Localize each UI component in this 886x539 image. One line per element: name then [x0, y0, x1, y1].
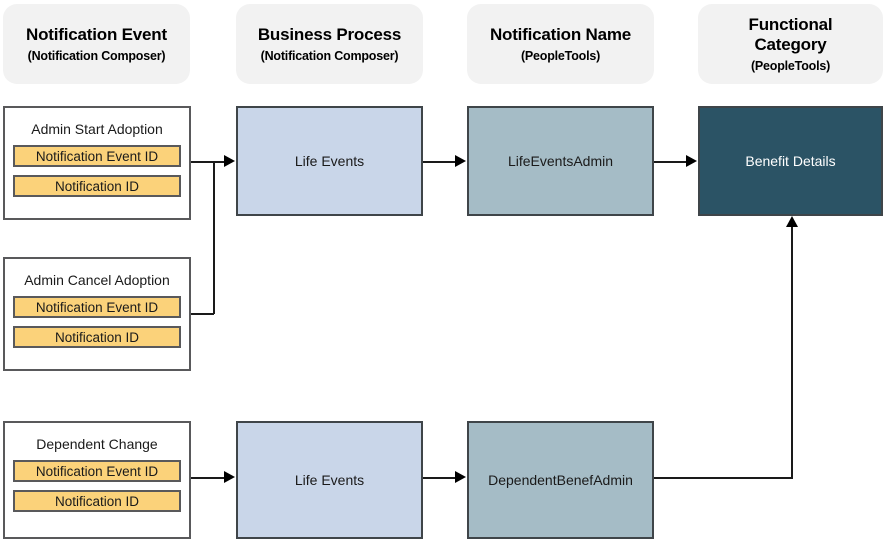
column-header-subtitle: (Notification Composer): [260, 48, 399, 63]
connector-dependent-change-to-life-events: [191, 477, 225, 479]
event-card-admin-start-adoption[interactable]: Admin Start Adoption Notification Event …: [3, 106, 191, 220]
process-box-label: Life Events: [294, 153, 365, 169]
column-header-title: Business Process: [257, 24, 402, 44]
arrowhead-to-benefit-details-bottom: [786, 216, 798, 227]
connector-lifeeventsadmin-to-benefit-details: [654, 161, 688, 163]
event-card-admin-cancel-adoption[interactable]: Admin Cancel Adoption Notification Event…: [3, 257, 191, 371]
process-box-life-events-bottom[interactable]: Life Events: [236, 421, 423, 539]
column-header-notification-name: Notification Name (PeopleTools): [467, 4, 654, 84]
column-header-title: Notification Name: [489, 24, 632, 44]
functional-category-label: Benefit Details: [745, 153, 836, 169]
arrowhead-to-life-events-bottom: [224, 471, 235, 483]
connector-cancel-adoption-horizontal: [191, 313, 214, 315]
event-field-notification-id[interactable]: Notification ID: [13, 326, 181, 348]
arrowhead-to-benefit-details: [686, 155, 697, 167]
notification-name-box-lifeeventsadmin[interactable]: LifeEventsAdmin: [467, 106, 654, 216]
process-box-label: Life Events: [294, 472, 365, 488]
event-card-dependent-change[interactable]: Dependent Change Notification Event ID N…: [3, 421, 191, 539]
column-header-notification-event: Notification Event (Notification Compose…: [3, 4, 190, 84]
notification-name-label: DependentBenefAdmin: [488, 472, 633, 488]
column-header-title: Functional Category: [748, 14, 833, 54]
connector-cancel-adoption-vertical: [213, 161, 215, 314]
connector-start-adoption-to-life-events: [191, 161, 225, 163]
event-field-notification-event-id[interactable]: Notification Event ID: [13, 460, 181, 482]
event-field-notification-event-id[interactable]: Notification Event ID: [13, 296, 181, 318]
functional-category-box-benefit-details[interactable]: Benefit Details: [698, 106, 883, 216]
column-header-business-process: Business Process (Notification Composer): [236, 4, 423, 84]
connector-life-events-to-dependentbenefadmin: [423, 477, 456, 479]
column-header-subtitle: (Notification Composer): [27, 48, 166, 63]
arrowhead-to-dependentbenefadmin: [455, 471, 466, 483]
arrowhead-to-life-events-top: [224, 155, 235, 167]
notification-name-label: LifeEventsAdmin: [507, 153, 614, 169]
connector-dependentbenefadmin-vertical: [791, 227, 793, 478]
connector-life-events-to-lifeeventsadmin: [423, 161, 456, 163]
column-header-title: Notification Event: [26, 24, 167, 44]
event-field-notification-id[interactable]: Notification ID: [13, 490, 181, 512]
connector-dependentbenefadmin-horizontal: [654, 477, 793, 479]
event-field-notification-id[interactable]: Notification ID: [13, 175, 181, 197]
notification-name-box-dependentbenefadmin[interactable]: DependentBenefAdmin: [467, 421, 654, 539]
arrowhead-to-lifeeventsadmin: [455, 155, 466, 167]
column-header-subtitle: (PeopleTools): [750, 58, 831, 73]
event-card-title: Admin Cancel Adoption: [24, 272, 170, 288]
event-card-title: Admin Start Adoption: [31, 121, 163, 137]
process-box-life-events-top[interactable]: Life Events: [236, 106, 423, 216]
column-header-functional-category: Functional Category (PeopleTools): [698, 4, 883, 84]
event-card-title: Dependent Change: [36, 436, 158, 452]
event-field-notification-event-id[interactable]: Notification Event ID: [13, 145, 181, 167]
column-header-subtitle: (PeopleTools): [520, 48, 601, 63]
